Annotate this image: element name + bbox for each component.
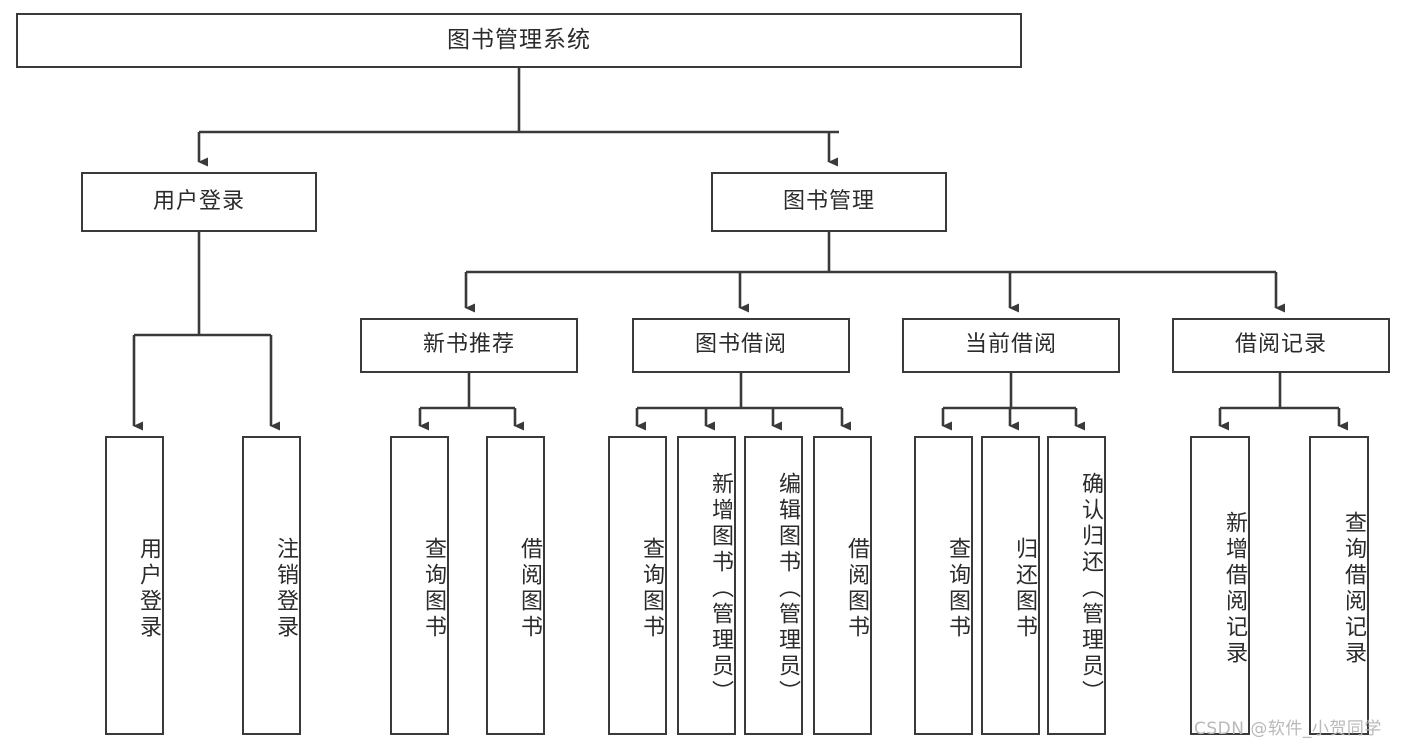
leaf-query-book-recommend[interactable]: 查询图书 [390, 436, 449, 735]
node-borrow-record[interactable]: 借阅记录 [1172, 318, 1390, 373]
node-label: 查询图书 [639, 536, 664, 641]
leaf-query-book-borrow[interactable]: 查询图书 [608, 436, 667, 735]
node-book-management[interactable]: 图书管理 [711, 172, 947, 232]
leaf-query-book-current[interactable]: 查询图书 [914, 436, 973, 735]
leaf-edit-book-admin[interactable]: 编辑图书（管理员） [744, 436, 803, 735]
node-label: 新增借阅记录 [1222, 510, 1247, 667]
node-label: 查询图书 [945, 536, 970, 641]
node-label: 查询图书 [421, 536, 446, 641]
node-label: 新增图书（管理员） [708, 471, 733, 706]
node-label: 借阅图书 [844, 536, 869, 641]
node-root-system[interactable]: 图书管理系统 [16, 13, 1022, 68]
leaf-user-login[interactable]: 用户登录 [105, 436, 164, 735]
leaf-borrow-book[interactable]: 借阅图书 [813, 436, 872, 735]
node-label: 用户登录 [152, 188, 245, 214]
node-label: 当前借阅 [964, 332, 1057, 358]
node-label: 注销登录 [273, 536, 298, 641]
csdn-watermark: CSDN @软件_小贺同学 [1194, 719, 1382, 739]
node-label: 借阅图书 [517, 536, 542, 641]
node-new-book-recommend[interactable]: 新书推荐 [360, 318, 578, 373]
leaf-borrow-book-recommend[interactable]: 借阅图书 [486, 436, 545, 735]
node-current-borrow[interactable]: 当前借阅 [902, 318, 1120, 373]
node-label: 图书借阅 [694, 332, 787, 358]
node-label: 确认归还（管理员） [1078, 471, 1103, 706]
node-label: 图书管理系统 [447, 26, 591, 53]
leaf-query-borrow-record[interactable]: 查询借阅记录 [1309, 436, 1369, 735]
node-label: 查询借阅记录 [1341, 510, 1366, 667]
node-label: 用户登录 [136, 536, 161, 641]
node-label: 归还图书 [1012, 536, 1037, 641]
leaf-confirm-return-admin[interactable]: 确认归还（管理员） [1047, 436, 1106, 735]
node-book-borrow[interactable]: 图书借阅 [632, 318, 850, 373]
node-user-login[interactable]: 用户登录 [81, 172, 317, 232]
leaf-add-book-admin[interactable]: 新增图书（管理员） [677, 436, 736, 735]
node-label: 图书管理 [782, 188, 875, 214]
node-label: 借阅记录 [1234, 332, 1327, 358]
leaf-return-book[interactable]: 归还图书 [981, 436, 1040, 735]
node-label: 新书推荐 [422, 332, 515, 358]
leaf-logout[interactable]: 注销登录 [242, 436, 301, 735]
leaf-add-borrow-record[interactable]: 新增借阅记录 [1190, 436, 1250, 735]
node-label: 编辑图书（管理员） [775, 471, 800, 706]
